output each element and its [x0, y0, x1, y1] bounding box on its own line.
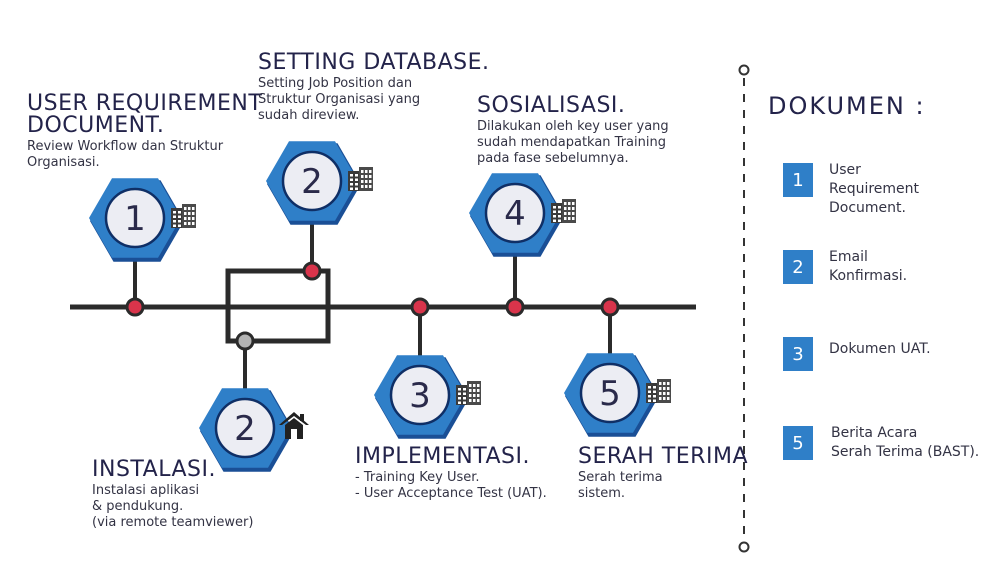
step-badge-5: 4	[469, 173, 576, 257]
dokumen-item-1-label: User Requirement Document.	[829, 161, 919, 218]
dokumen-item-3-line-1: Dokumen UAT.	[829, 341, 931, 357]
step-1-desc-line-1: Review Workflow dan Struktur	[27, 139, 224, 154]
step-badge-1: 1	[89, 178, 196, 262]
step-2-title: SETTING DATABASE.	[258, 50, 490, 75]
step-badge-4: 3	[374, 355, 481, 439]
dokumen-item-5-line-2: Serah Terima (BAST).	[831, 444, 980, 460]
step-5-text: SERAH TERIMA Serah terima sistem.	[578, 446, 748, 502]
step-2-desc-line-1: Setting Job Position dan	[258, 76, 413, 91]
node-2-top	[302, 261, 322, 281]
step-badge-2: 2	[266, 141, 373, 225]
building-icon	[348, 167, 373, 191]
step-4-desc-line-2: sudah mendapatkan Training	[477, 135, 666, 150]
step-1-title-line-1: USER REQUIREMENT	[27, 91, 263, 116]
step-circle	[484, 182, 546, 244]
branch-box	[225, 268, 331, 344]
node-5	[600, 297, 620, 317]
step-5-desc-line-1: Serah terima	[578, 470, 663, 485]
dokumen-item-2-number: 2	[783, 250, 813, 284]
step-install-desc-line-2: & pendukung.	[92, 499, 184, 514]
step-circle	[104, 187, 166, 249]
step-circle	[389, 364, 451, 426]
building-icon	[171, 204, 196, 228]
dokumen-item-2-line-2: Konfirmasi.	[829, 268, 908, 284]
separator-top-cap	[738, 64, 750, 76]
dokumen-item-1-line-2: Requirement	[829, 181, 920, 197]
dokumen-item-1-number: 1	[783, 163, 813, 197]
step-4-desc-line-1: Dilakukan oleh key user yang	[477, 119, 669, 134]
step-4-text: SOSIALISASI. Dilakukan oleh key user yan…	[477, 95, 669, 167]
dokumen-item-2-line-1: Email	[829, 249, 868, 265]
dokumen-item-5-label: Berita Acara Serah Terima (BAST).	[831, 424, 979, 462]
separator-bottom-cap	[738, 541, 750, 553]
step-number: 2	[234, 409, 256, 449]
step-2-desc-line-2: Struktur Organisasi yang	[258, 92, 421, 107]
dokumen-item-3-number: 3	[783, 337, 813, 371]
step-3-title: IMPLEMENTASI.	[355, 444, 530, 469]
node-4	[505, 297, 525, 317]
dokumen-item-1-line-3: Document.	[829, 200, 906, 216]
step-number: 4	[504, 194, 526, 234]
step-install-desc-line-3: (via remote teamviewer)	[92, 515, 254, 530]
step-install-desc-line-1: Instalasi aplikasi	[92, 483, 200, 498]
node-2-bottom	[235, 331, 255, 351]
building-icon	[551, 199, 576, 223]
building-icon	[646, 379, 671, 403]
step-1-title-line-2: DOCUMENT.	[27, 113, 165, 138]
step-5-desc-line-2: sistem.	[578, 486, 626, 501]
dokumen-item-2-label: Email Konfirmasi.	[829, 248, 907, 286]
step-1-desc-line-2: Organisasi.	[27, 155, 100, 170]
step-4-desc-line-3: pada fase sebelumnya.	[477, 151, 629, 166]
building-icon	[456, 381, 481, 405]
node-3	[410, 297, 430, 317]
step-3-desc-line-2: - User Acceptance Test (UAT).	[355, 486, 547, 501]
step-2-desc-line-3: sudah direview.	[258, 108, 360, 123]
dokumen-item-3-label: Dokumen UAT.	[829, 340, 931, 359]
step-circle	[281, 150, 343, 212]
step-circle	[579, 362, 641, 424]
step-5-title: SERAH TERIMA	[578, 444, 748, 469]
dokumen-item-5-line-1: Berita Acara	[831, 425, 918, 441]
home-icon	[279, 412, 309, 439]
step-3-desc-line-1: - Training Key User.	[355, 470, 480, 485]
step-2-text: SETTING DATABASE. Setting Job Position d…	[258, 52, 490, 124]
step-number: 2	[301, 162, 323, 202]
step-number: 1	[124, 199, 146, 239]
step-number: 5	[599, 374, 621, 414]
dokumen-item-5-number: 5	[783, 426, 813, 460]
node-1	[125, 297, 145, 317]
step-4-title: SOSIALISASI.	[477, 93, 626, 118]
step-install-title: INSTALASI.	[92, 457, 216, 482]
dokumen-heading: DOKUMEN :	[768, 92, 926, 120]
step-1-text: USER REQUIREMENT DOCUMENT. Review Workfl…	[27, 93, 262, 171]
dokumen-item-1-line-1: User	[829, 162, 861, 178]
step-3-text: IMPLEMENTASI. - Training Key User. - Use…	[355, 446, 547, 502]
step-number: 3	[409, 376, 431, 416]
step-circle	[214, 397, 276, 459]
step-badge-3: 2	[199, 388, 309, 472]
step-install-text: INSTALASI. Instalasi aplikasi & pendukun…	[92, 459, 253, 531]
step-badge-6: 5	[564, 353, 671, 437]
